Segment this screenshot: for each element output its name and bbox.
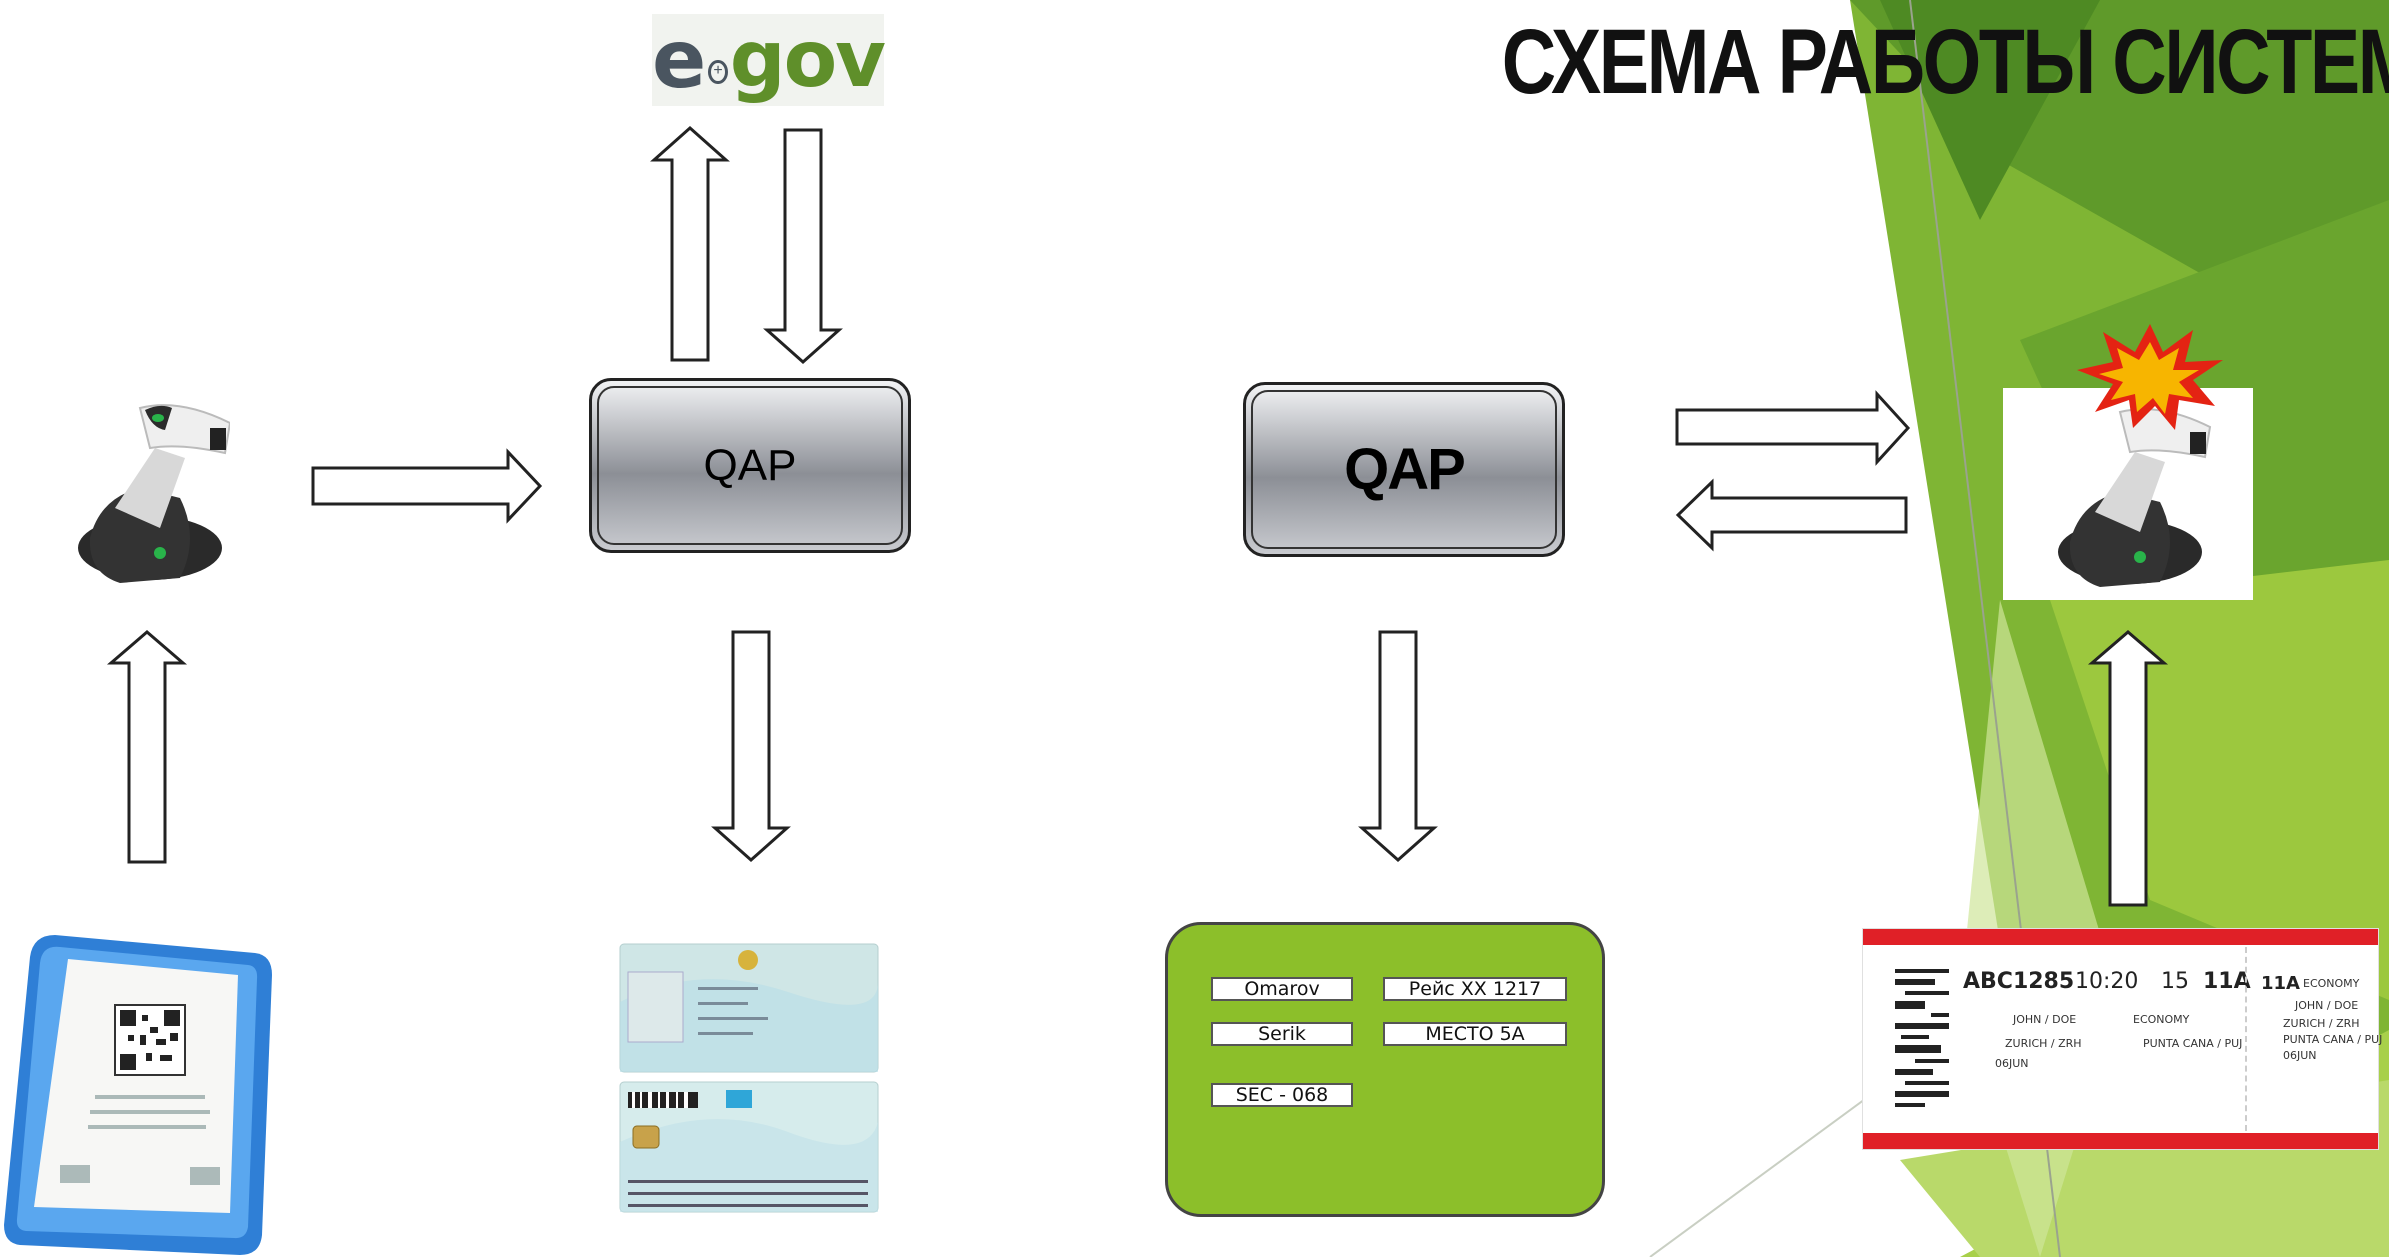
- barcode-icon: [1895, 969, 1949, 1107]
- ticket-date: 06JUN: [1995, 1057, 2029, 1070]
- ticket-from-stub: ZURICH / ZRH: [2283, 1017, 2360, 1030]
- flight-field: Рейс XX 1217: [1383, 977, 1567, 1001]
- sec-field: SEC - 068: [1211, 1083, 1353, 1107]
- arrow-ticket-to-scanner: [2087, 630, 2169, 907]
- boarding-pass-icon: ABC1285 10:20 15 11A JOHN / DOE ECONOMY …: [1862, 928, 2383, 1150]
- ticket-passenger-stub: JOHN / DOE: [2295, 999, 2359, 1012]
- arrow-qap-to-idcard: [711, 630, 791, 863]
- ticket-gate: 15: [2161, 969, 2189, 994]
- ticket-time: 10:20: [2075, 969, 2139, 994]
- plus-icon: +: [708, 60, 728, 84]
- barcode-scanner-icon: [78, 404, 230, 583]
- smartphone-qr-icon: [4, 935, 272, 1255]
- barcode-scanner-icon: [2058, 408, 2212, 587]
- qap-node-left: QAP: [589, 378, 911, 553]
- arrow-scanner-right-to-qap: [1675, 478, 1908, 552]
- arrow-scanner-to-qap: [311, 448, 543, 524]
- ticket-class-stub: ECONOMY: [2303, 977, 2360, 990]
- arrow-phone-to-scanner: [106, 630, 188, 864]
- arrow-qap-to-result: [1358, 630, 1438, 863]
- arrow-qap-to-egov: [650, 125, 730, 362]
- qap-node-right: QAP: [1243, 382, 1565, 557]
- arrow-qap-to-scanner-right: [1675, 390, 1911, 466]
- passenger-data-card: Omarov Рейс XX 1217 Serik МЕСТО 5А SEC -…: [1165, 922, 1605, 1217]
- egov-logo: e + gov: [652, 13, 886, 106]
- surname-field: Omarov: [1211, 977, 1353, 1001]
- ticket-to: PUNTA CANA / PUJ: [2143, 1037, 2243, 1050]
- id-card-icon: [619, 943, 879, 1213]
- ticket-class: ECONOMY: [2133, 1013, 2190, 1026]
- ticket-seat-stub: 11A: [2261, 973, 2300, 994]
- ticket-flight: ABC1285: [1963, 969, 2075, 994]
- ticket-from: ZURICH / ZRH: [2005, 1037, 2082, 1050]
- seat-field: МЕСТО 5А: [1383, 1022, 1567, 1046]
- ticket-to-stub: PUNTA CANA / PUJ: [2283, 1033, 2383, 1046]
- arrow-egov-to-qap: [763, 128, 843, 365]
- ticket-passenger: JOHN / DOE: [2013, 1013, 2077, 1026]
- alert-burst-icon: [2077, 324, 2223, 430]
- ticket-seat: 11A: [2203, 969, 2251, 994]
- slide-title: СХЕМА РАБОТЫ СИСТЕМЫ: [1501, 11, 2389, 113]
- ticket-date-stub: 06JUN: [2283, 1049, 2317, 1062]
- name-field: Serik: [1211, 1022, 1353, 1046]
